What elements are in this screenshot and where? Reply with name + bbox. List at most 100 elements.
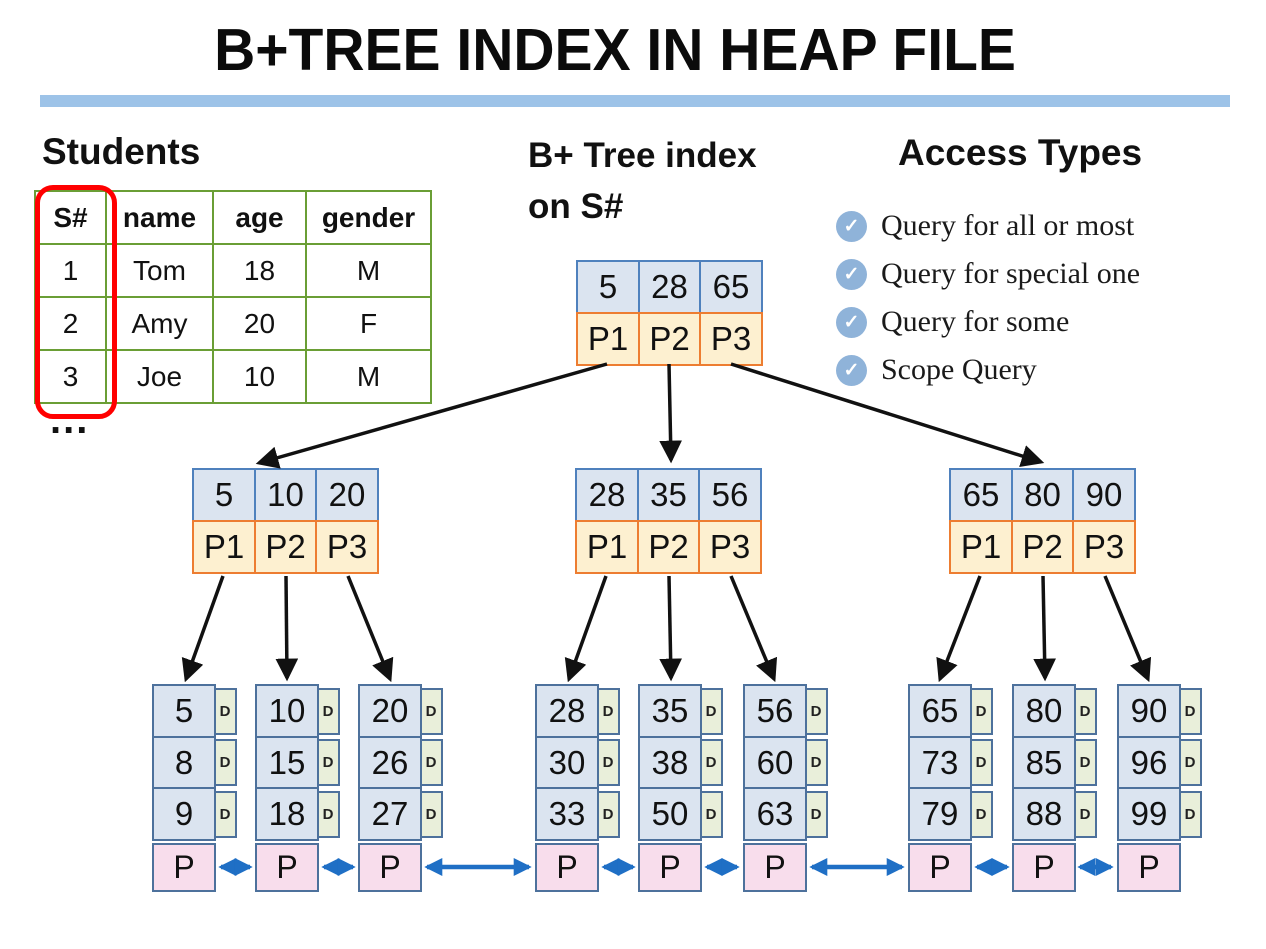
leaf-node-3: 20 26 27 D D D P xyxy=(358,684,444,894)
table-header-row: S# name age gender xyxy=(34,190,432,245)
key-cell: 5 xyxy=(576,260,640,314)
table-cell: Joe xyxy=(105,349,214,404)
leaf-data-cell: D xyxy=(596,739,620,786)
internal-node-1: 5 10 20 P1 P2 P3 xyxy=(192,468,379,574)
pointer-cell: P2 xyxy=(1010,519,1075,574)
table-cell: 1 xyxy=(34,243,107,298)
pointer-cell: P1 xyxy=(575,519,639,574)
leaf-data-cell: D xyxy=(213,791,237,838)
key-cell: 65 xyxy=(699,260,763,314)
leaf-key-cell: 38 xyxy=(638,735,702,790)
leaf-data-cell: D xyxy=(1178,688,1202,735)
leaf-key-cell: 28 xyxy=(535,684,599,738)
leaf-key-cell: 33 xyxy=(535,787,599,841)
leaf-key-cell: 96 xyxy=(1117,735,1181,790)
leaf-data-cell: D xyxy=(1178,791,1202,838)
table-cell: F xyxy=(305,296,432,351)
leaf-key-cell: 8 xyxy=(152,735,216,790)
leaf-key-cell: 27 xyxy=(358,787,422,841)
access-item: ✓ Scope Query xyxy=(836,353,1037,387)
table-header-cell: name xyxy=(105,190,214,245)
internal-pointer-row: P1 P2 P3 xyxy=(575,519,762,574)
leaf-key-cell: 9 xyxy=(152,787,216,841)
leaf-key-cell: 15 xyxy=(255,735,319,790)
leaf-node-4: 28 30 33 D D D P xyxy=(535,684,621,894)
access-item: ✓ Query for special one xyxy=(836,257,1140,291)
check-icon: ✓ xyxy=(836,210,867,242)
leaf-data-cell: D xyxy=(804,739,828,786)
btree-label-line2: on S# xyxy=(528,187,624,226)
leaf-key-cell: 88 xyxy=(1012,787,1076,841)
pointer-cell: P1 xyxy=(192,519,256,574)
btree-index-label: B+ Tree index on S# xyxy=(528,130,757,232)
leaf-page-cell: P xyxy=(638,843,702,892)
leaf-data-cell: D xyxy=(213,688,237,735)
internal-key-row: 65 80 90 xyxy=(949,468,1136,522)
leaf-page-cell: P xyxy=(908,843,972,892)
btree-label-line1: B+ Tree index xyxy=(528,136,757,175)
leaf-data-cell: D xyxy=(419,688,443,735)
leaf-data-cell: D xyxy=(419,791,443,838)
leaf-data-cell: D xyxy=(419,739,443,786)
check-icon: ✓ xyxy=(836,306,867,338)
leaf-node-6: 56 60 63 D D D P xyxy=(743,684,829,894)
internal-pointer-row: P1 P2 P3 xyxy=(949,519,1136,574)
pointer-cell: P2 xyxy=(636,519,701,574)
s-number-column-highlight xyxy=(35,185,117,419)
leaf-data-cell: D xyxy=(804,688,828,735)
leaf-key-cell: 60 xyxy=(743,735,807,790)
root-node: 5 28 65 P1 P2 P3 xyxy=(576,260,763,366)
internal-node-2: 28 35 56 P1 P2 P3 xyxy=(575,468,762,574)
table-row: 1 Tom 18 M xyxy=(34,243,432,298)
key-cell: 28 xyxy=(637,260,702,314)
key-cell: 20 xyxy=(315,468,379,522)
internal-node-3: 65 80 90 P1 P2 P3 xyxy=(949,468,1136,574)
key-cell: 28 xyxy=(575,468,639,522)
leaf-node-5: 35 38 50 D D D P xyxy=(638,684,724,894)
leaf-key-cell: 20 xyxy=(358,684,422,738)
leaf-data-cell: D xyxy=(316,688,340,735)
access-item: ✓ Query for some xyxy=(836,305,1069,339)
leaf-data-cell: D xyxy=(596,688,620,735)
leaf-data-cell: D xyxy=(1178,739,1202,786)
leaf-data-cell: D xyxy=(316,739,340,786)
leaf-data-cell: D xyxy=(969,688,993,735)
key-cell: 80 xyxy=(1010,468,1075,522)
leaf-data-cell: D xyxy=(213,739,237,786)
leaf-key-cell: 50 xyxy=(638,787,702,841)
pointer-cell: P3 xyxy=(698,519,762,574)
table-cell: 18 xyxy=(212,243,307,298)
table-header-cell: gender xyxy=(305,190,432,245)
leaf-data-cell: D xyxy=(969,791,993,838)
leaf-data-cell: D xyxy=(804,791,828,838)
access-item-label: Scope Query xyxy=(881,353,1037,386)
access-item: ✓ Query for all or most xyxy=(836,209,1134,243)
title-underline xyxy=(40,95,1230,107)
leaf-page-cell: P xyxy=(255,843,319,892)
leaf-data-cell: D xyxy=(1073,688,1097,735)
leaf-data-cell: D xyxy=(969,739,993,786)
key-cell: 90 xyxy=(1072,468,1136,522)
root-pointer-row: P1 P2 P3 xyxy=(576,311,763,366)
pointer-cell: P1 xyxy=(949,519,1013,574)
pointer-cell: P3 xyxy=(1072,519,1136,574)
access-types-heading: Access Types xyxy=(898,132,1143,173)
leaf-page-cell: P xyxy=(1117,843,1181,892)
leaf-key-cell: 79 xyxy=(908,787,972,841)
leaf-data-cell: D xyxy=(699,688,723,735)
leaf-data-cell: D xyxy=(699,739,723,786)
pointer-cell: P2 xyxy=(253,519,318,574)
more-rows-ellipsis: ... xyxy=(50,398,90,442)
internal-key-row: 5 10 20 xyxy=(192,468,379,522)
leaf-data-cell: D xyxy=(1073,791,1097,838)
leaf-data-cell: D xyxy=(1073,739,1097,786)
table-row: 2 Amy 20 F xyxy=(34,296,432,351)
leaf-key-cell: 65 xyxy=(908,684,972,738)
table-cell: 10 xyxy=(212,349,307,404)
access-item-label: Query for some xyxy=(881,305,1070,338)
leaf-key-cell: 10 xyxy=(255,684,319,738)
pointer-cell: P3 xyxy=(699,311,763,366)
key-cell: 10 xyxy=(253,468,318,522)
table-cell: 3 xyxy=(34,349,107,404)
